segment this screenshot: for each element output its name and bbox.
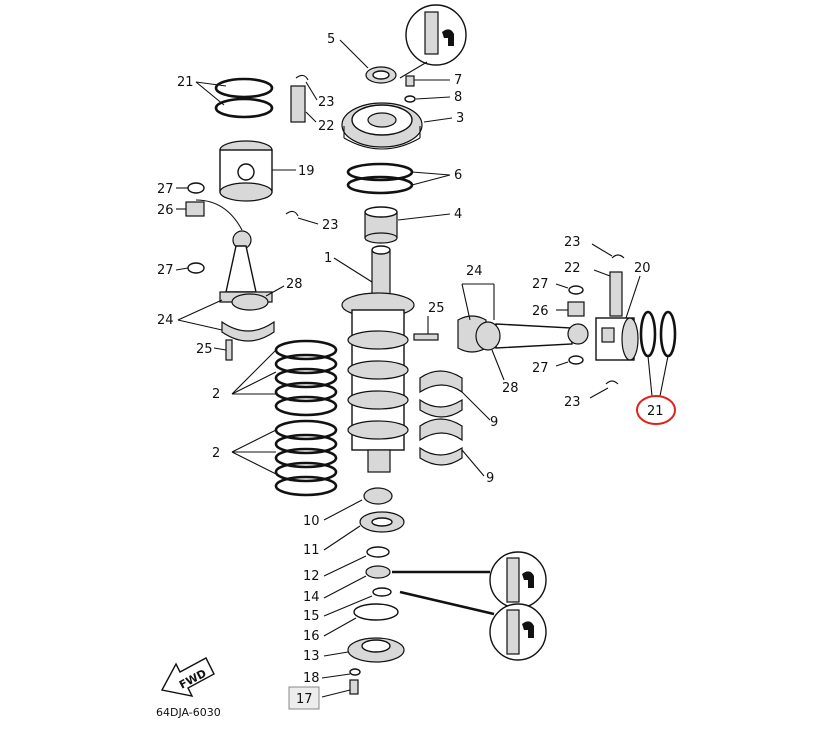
callout-labels: 5 7 8 3 6 4 21 23 22 19 27 26 23 1 27 28… (156, 32, 664, 719)
drawing-code: 64DJA-6030 (156, 706, 221, 719)
detail-insert-lower-1 (392, 551, 547, 609)
callout-22-right: 22 (564, 261, 581, 276)
part-28-needle-bearing-left (231, 285, 285, 311)
part-1-crankshaft (333, 245, 415, 473)
part-22-piston-pin-left (290, 85, 317, 123)
part-28-needle-bearing-right (475, 321, 505, 381)
callout-9-a: 9 (490, 415, 498, 430)
part-17-bolt (321, 679, 359, 698)
callout-10: 10 (303, 514, 320, 529)
part-11-seal-housing (323, 511, 405, 551)
callout-27-b: 27 (157, 263, 174, 278)
callout-23-a: 23 (318, 95, 335, 110)
callout-7: 7 (454, 73, 462, 88)
callout-27-d: 27 (532, 361, 549, 376)
callout-26-left: 26 (157, 203, 174, 218)
part-25-bolt-right (413, 316, 439, 341)
callout-21-left: 21 (177, 75, 194, 90)
part-2-ring-stack-lower (231, 419, 338, 497)
part-20-piston-right (595, 275, 641, 361)
part-23-circlip-upper (295, 74, 318, 101)
callout-6: 6 (454, 168, 462, 183)
highlight-box-17 (288, 686, 320, 710)
part-13-lower-housing (323, 637, 405, 663)
callout-14: 14 (303, 590, 320, 605)
part-23-circlip-mid (285, 210, 319, 225)
callout-18: 18 (303, 671, 320, 686)
part-5-oil-seal (339, 39, 397, 84)
callout-3: 3 (456, 111, 464, 126)
part-23-circlip-right-top (591, 243, 625, 259)
part-24-rod-cap-left (177, 299, 275, 342)
callout-8: 8 (454, 90, 462, 105)
part-26-bearing-left (176, 201, 205, 217)
part-9-main-bearing-lower (419, 418, 485, 477)
callout-1: 1 (324, 251, 332, 266)
callout-13: 13 (303, 649, 320, 664)
callout-24-left: 24 (157, 313, 174, 328)
connecting-rod-left (195, 199, 273, 303)
callout-9-b: 9 (486, 471, 494, 486)
part-27-washer-right-bottom (555, 355, 584, 367)
callout-27-a: 27 (157, 182, 174, 197)
callout-24-right: 24 (466, 264, 483, 279)
callout-28-left: 28 (286, 277, 303, 292)
part-3-bearing-housing (341, 102, 453, 150)
detail-insert-top (399, 4, 467, 79)
part-21-piston-rings-right (639, 310, 677, 397)
callout-21-right: 21 (647, 404, 664, 419)
callout-17: 17 (296, 692, 313, 707)
part-21-piston-rings-left (195, 77, 274, 119)
callout-19: 19 (298, 164, 315, 179)
part-22-piston-pin-right (593, 269, 623, 317)
part-16-gasket (323, 603, 399, 637)
part-6-o-rings (346, 162, 451, 195)
highlight-annotation (636, 395, 676, 425)
callout-28-right: 28 (502, 381, 519, 396)
part-27-washer-right-top (555, 283, 584, 295)
callout-20: 20 (634, 261, 651, 276)
part-10-bearing (323, 487, 393, 521)
callout-12: 12 (303, 569, 320, 584)
part-19-piston-left (219, 140, 296, 202)
part-15-seal (323, 587, 392, 617)
callout-2-a: 2 (212, 387, 220, 402)
part-9-main-bearing-upper (419, 370, 491, 421)
callout-5: 5 (327, 32, 335, 47)
callout-15: 15 (303, 609, 320, 624)
callout-27-c: 27 (532, 277, 549, 292)
callout-23-d: 23 (564, 395, 581, 410)
part-27-washer-left-top (176, 182, 205, 194)
callout-25-right: 25 (428, 301, 445, 316)
part-7-bolt (405, 75, 450, 87)
callout-4: 4 (454, 207, 462, 222)
part-25-bolt-left (213, 339, 233, 361)
callout-23-b: 23 (322, 218, 339, 233)
part-18-washer (321, 668, 361, 679)
part-2-ring-stack-upper (231, 339, 338, 417)
detail-insert-lower-2 (399, 590, 547, 661)
callout-2-b: 2 (212, 446, 220, 461)
part-12-ring (323, 546, 390, 577)
part-27-washer-left-bottom (175, 262, 205, 274)
callout-11: 11 (303, 543, 320, 558)
callout-16: 16 (303, 629, 320, 644)
part-4-needle-bearing (364, 206, 451, 244)
callout-25-left: 25 (196, 342, 213, 357)
part-14-collar (323, 565, 391, 599)
callout-26-right: 26 (532, 304, 549, 319)
callout-23-c: 23 (564, 235, 581, 250)
part-26-bearing-right (556, 301, 585, 317)
part-23-circlip-right-bottom (589, 380, 619, 399)
fwd-arrow: FWD (160, 657, 215, 697)
part-8-washer (404, 95, 451, 103)
callout-22-left: 22 (318, 119, 335, 134)
